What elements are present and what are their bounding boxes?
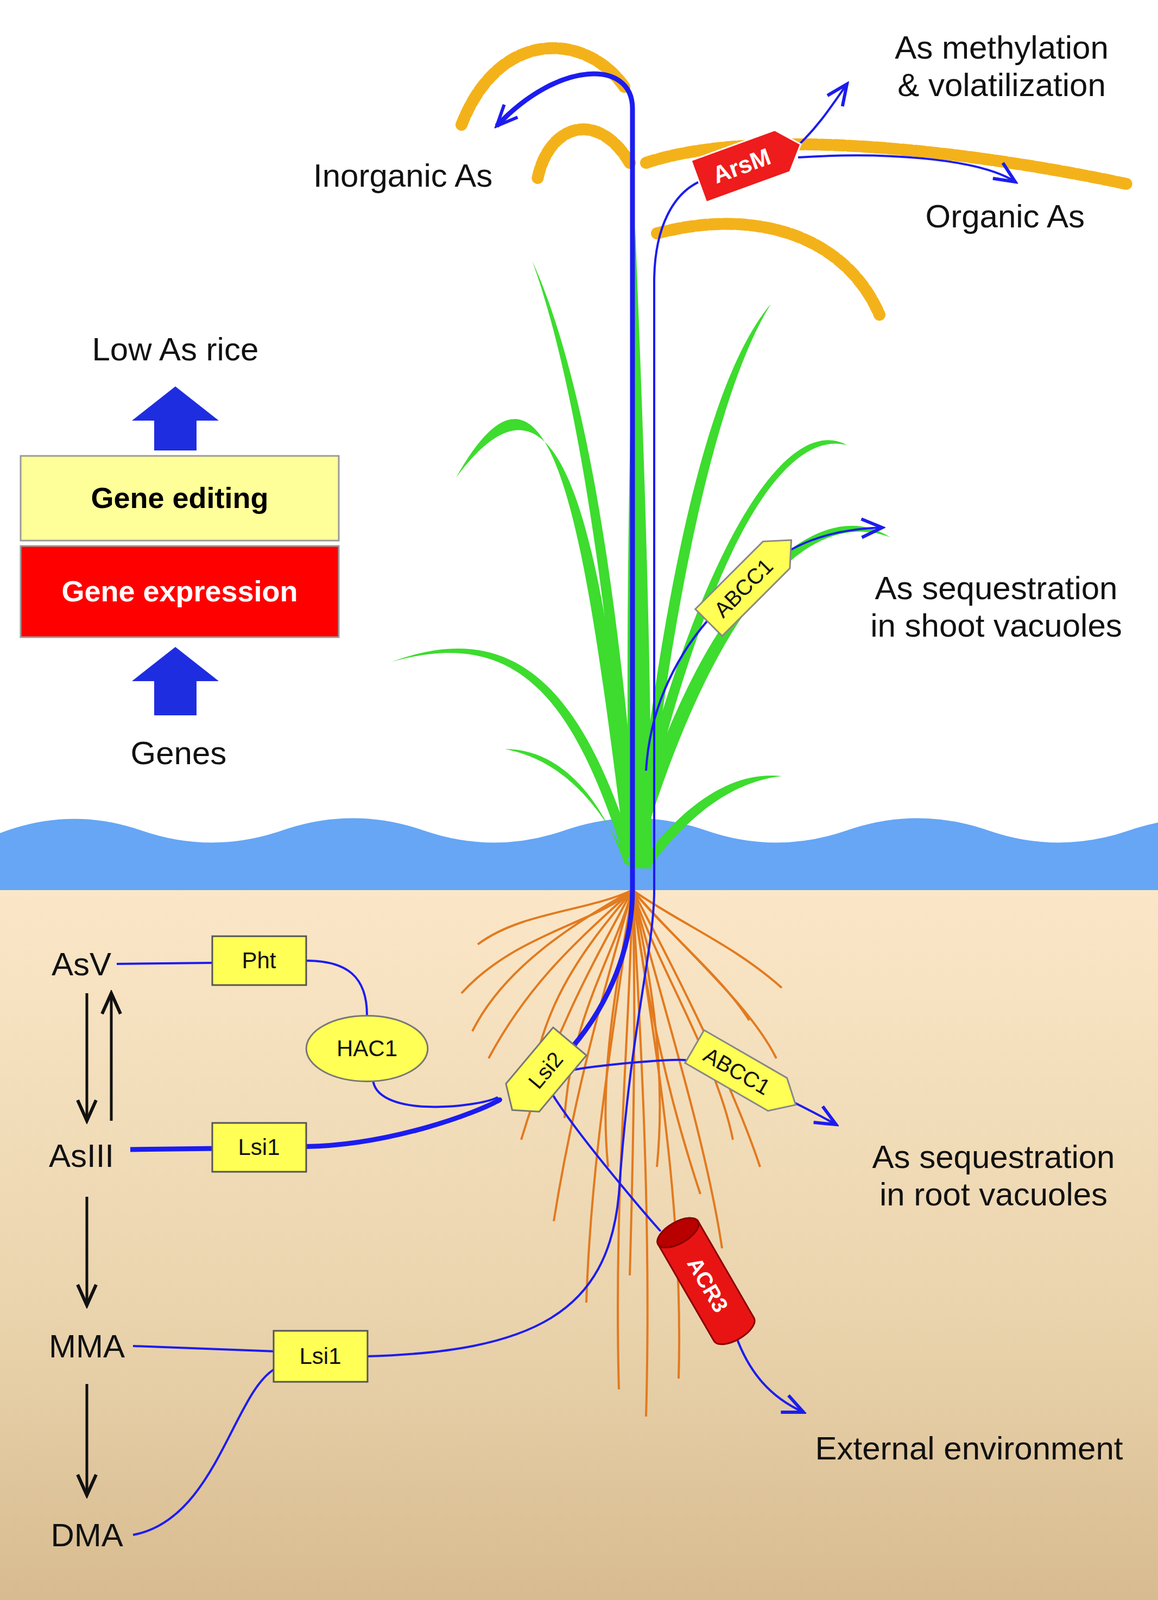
panicles xyxy=(656,224,880,315)
arsenic-flow-lines xyxy=(116,73,1016,1536)
cylinder-cap xyxy=(652,1212,704,1254)
arsenic-flow-lines xyxy=(366,179,706,1357)
soil xyxy=(0,884,1158,1600)
text-label: AsIII xyxy=(48,1137,115,1175)
flow-connector xyxy=(372,1081,497,1108)
text-label: Genes xyxy=(130,734,227,772)
arsenic-flow-lines xyxy=(133,1368,277,1536)
roots xyxy=(477,890,633,945)
soil xyxy=(0,884,1158,1600)
transporter-box: Lsi1 xyxy=(212,1123,307,1173)
transporter-tag-outline xyxy=(684,1030,805,1122)
node-label: HAC1 xyxy=(336,1036,398,1062)
transporter-box-outline xyxy=(212,936,307,986)
arsenic-flow-lines xyxy=(792,1102,837,1125)
arsenic-flow-lines xyxy=(116,963,215,965)
process-box: Gene editing xyxy=(20,456,339,541)
arsenic-flow-lines xyxy=(496,73,633,1056)
arsenic-flow-lines xyxy=(130,1148,218,1150)
block-arrows xyxy=(131,647,219,716)
transporter-tag: Lsi2 xyxy=(495,1027,586,1125)
block-arrows xyxy=(131,386,219,451)
text-label: As sequestration in shoot vacuoles xyxy=(860,569,1132,645)
roots xyxy=(472,890,633,1032)
reaction-arrows xyxy=(85,993,89,1122)
reaction-arrows xyxy=(85,1384,89,1496)
text-label: MMA xyxy=(48,1327,125,1366)
arsenic-flow-lines xyxy=(798,84,847,146)
leaves xyxy=(532,260,638,842)
node-label: Lsi1 xyxy=(237,1135,280,1161)
leaves xyxy=(390,648,636,858)
arsenic-flow-lines xyxy=(798,155,1016,182)
process-box-outline xyxy=(20,546,339,638)
text-label: Low As rice xyxy=(92,330,259,369)
roots xyxy=(632,890,733,1141)
leaves xyxy=(640,775,782,869)
panicles xyxy=(537,129,630,180)
transporter-box-outline xyxy=(212,1123,307,1173)
roots xyxy=(632,890,782,989)
leaves xyxy=(504,749,633,869)
roots xyxy=(632,890,701,1195)
text-label: AsV xyxy=(51,945,112,984)
flow-connector xyxy=(306,1099,501,1147)
flow-connector xyxy=(552,1095,660,1232)
enzyme-ellipse-outline xyxy=(306,1016,428,1082)
efflux-cylinder-outline xyxy=(652,1212,759,1351)
roots xyxy=(632,890,680,1379)
transporter-box: Pht xyxy=(212,936,307,986)
text-label: Organic As xyxy=(925,197,1085,236)
text-label: As sequestration in root vacuoles xyxy=(857,1138,1130,1214)
leaves xyxy=(390,228,891,869)
node-label: Gene editing xyxy=(90,482,269,515)
text-label: As methylation & volatilization xyxy=(887,28,1116,104)
arsenic-flow-lines xyxy=(646,527,883,771)
enzyme-ellipse: HAC1 xyxy=(305,1015,429,1082)
process-box-outline xyxy=(20,456,339,541)
flow-connector xyxy=(573,1060,687,1071)
flow-connector xyxy=(306,960,368,1016)
transporter-tag-outline xyxy=(694,526,805,637)
transporter-tag: ABCC1 xyxy=(684,1030,805,1122)
text-label: External environment xyxy=(815,1429,1124,1468)
transporter-box-outline xyxy=(273,1331,368,1383)
transporter-box: Lsi1 xyxy=(273,1331,368,1383)
gene-tag: ArsM xyxy=(691,123,809,202)
leaves xyxy=(640,440,847,793)
gene-tag-outline xyxy=(691,123,809,202)
arsenic-flow-lines xyxy=(735,1335,804,1413)
reaction-arrows xyxy=(85,1197,89,1306)
arsenic-flow-lines xyxy=(133,1346,277,1352)
reaction-arrows xyxy=(86,993,112,1496)
node-label: Lsi1 xyxy=(299,1344,341,1370)
reaction-arrows xyxy=(110,993,113,1122)
efflux-cylinder: ACR3 xyxy=(652,1212,759,1351)
water xyxy=(0,818,1158,891)
text-label: DMA xyxy=(51,1516,124,1555)
node-label: Pht xyxy=(241,948,276,974)
node-label: Gene expression xyxy=(61,575,298,608)
process-box: Gene expression xyxy=(20,546,339,638)
text-label: Inorganic As xyxy=(313,156,493,195)
water xyxy=(0,818,1158,891)
transporter-tag: ABCC1 xyxy=(694,526,805,637)
transporter-tag-outline xyxy=(495,1027,586,1125)
